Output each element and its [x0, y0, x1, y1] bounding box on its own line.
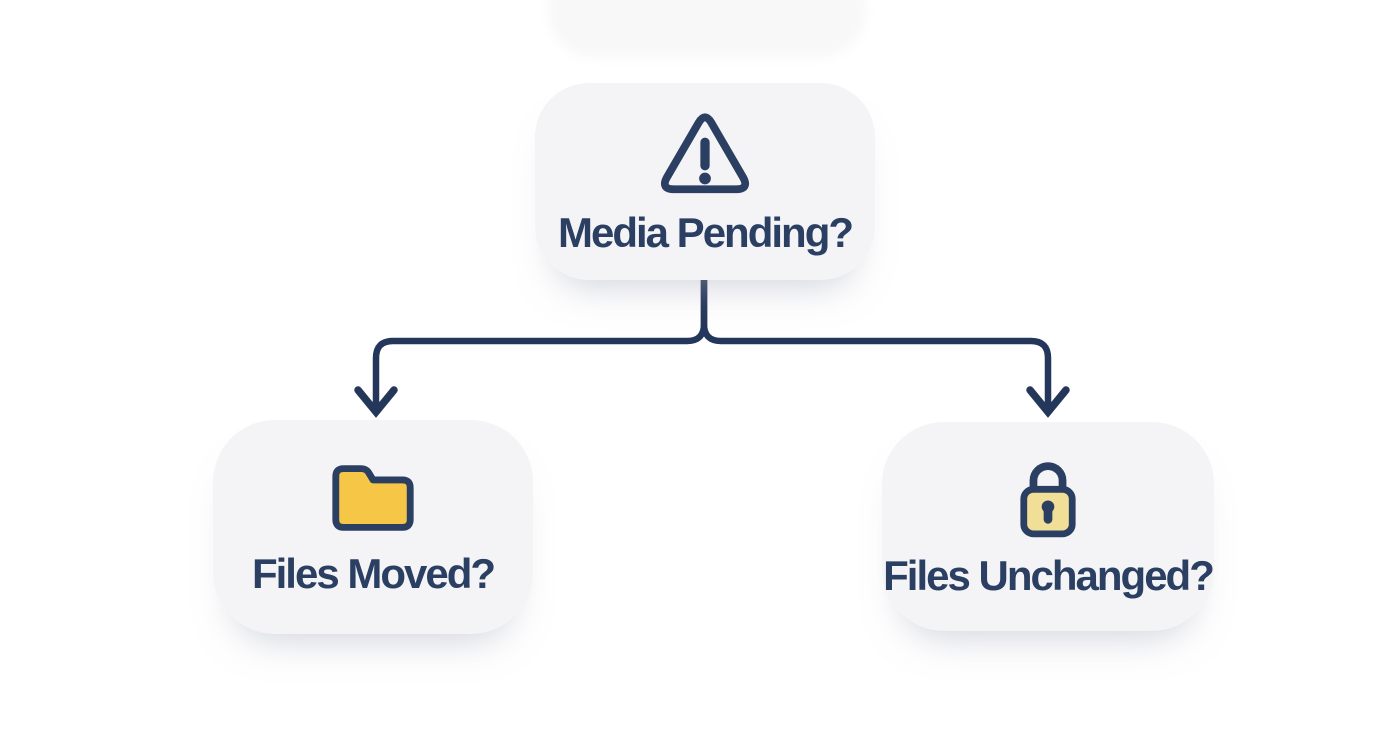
node-files-moved: Files Moved?: [213, 420, 533, 634]
warning-triangle-icon: [660, 113, 750, 193]
node-label-files-moved: Files Moved?: [251, 550, 496, 597]
arrowhead-left-icon: [354, 386, 398, 418]
node-files-unchanged: Files Unchanged?: [882, 422, 1215, 631]
background-artifact: [548, 0, 866, 58]
node-label-files-unchanged: Files Unchanged?: [883, 552, 1215, 599]
arrowhead-right-icon: [1026, 386, 1070, 418]
branch-line-right: [700, 277, 1052, 407]
node-label-media-pending: Media Pending?: [557, 208, 854, 256]
node-media-pending: Media Pending?: [535, 83, 875, 280]
branch-line-left: [372, 277, 708, 407]
folder-icon: [332, 465, 414, 531]
lock-icon: [1020, 462, 1076, 538]
